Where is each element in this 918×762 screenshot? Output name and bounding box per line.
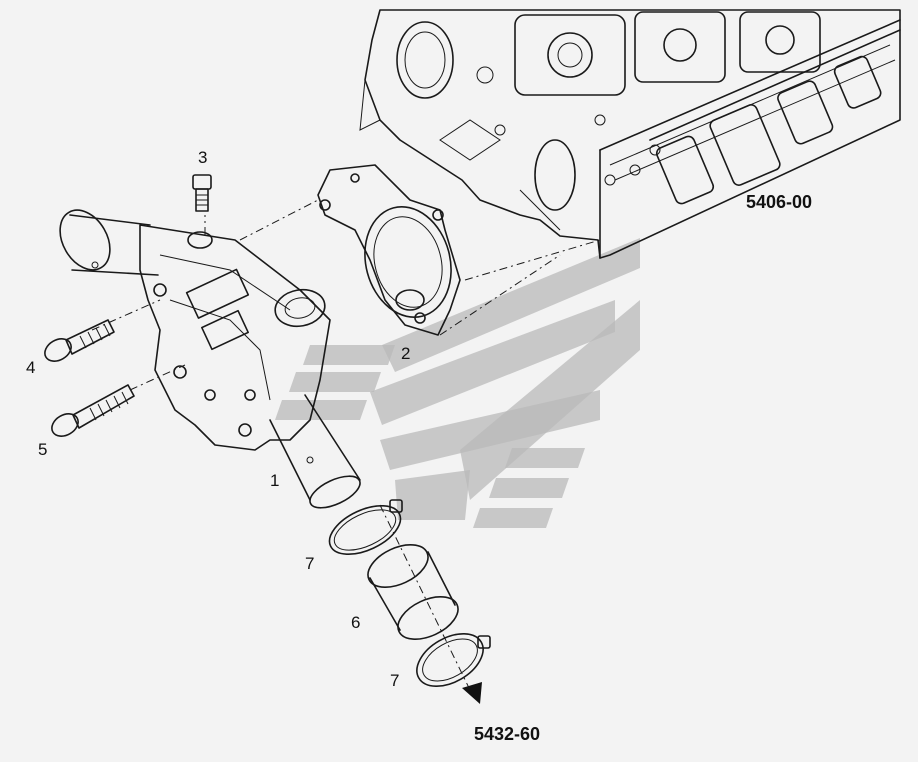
callout-4: 4: [26, 358, 35, 377]
gasket-part-2: [317, 164, 461, 336]
callouts: 1 2 3 4 5 6 7 7: [26, 148, 410, 690]
callout-3: 3: [198, 148, 207, 167]
bolt-part-4: [44, 319, 115, 362]
callout-5: 5: [38, 440, 47, 459]
sensor-part-3: [192, 174, 212, 212]
clamp-part-7-upper: [328, 499, 403, 556]
continuation-arrow: [379, 504, 482, 704]
callout-6: 6: [351, 613, 360, 632]
alignment-lines: [91, 199, 601, 391]
hose-part-6: [367, 544, 459, 640]
clamp-part-7-lower: [416, 632, 491, 688]
callout-1: 1: [270, 471, 279, 490]
bolt-part-5: [51, 384, 135, 437]
callout-7-lower: 7: [390, 671, 399, 690]
reference-engine-block: 5406-00: [746, 192, 812, 212]
callout-7-upper: 7: [305, 554, 314, 573]
engine-block: [359, 9, 901, 259]
callout-2: 2: [401, 344, 410, 363]
pump-housing-part-1: [59, 209, 361, 509]
reference-continuation: 5432-60: [474, 724, 540, 744]
watermark-logo: [275, 238, 640, 528]
